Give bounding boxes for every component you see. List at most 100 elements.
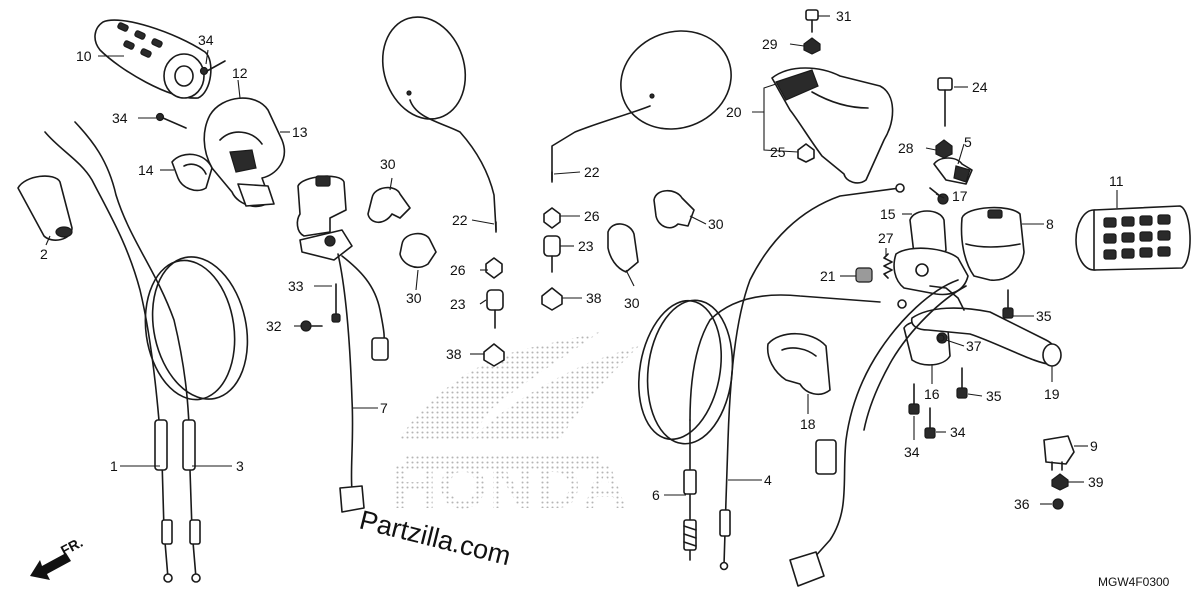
right-switch-housing[interactable] [960,206,1025,281]
screw-36[interactable] [1052,498,1064,510]
callout-37[interactable]: 37 [966,338,982,354]
callout-1[interactable]: 1 [110,458,118,474]
callout-17[interactable]: 17 [952,188,968,204]
cable-adjuster-6[interactable] [683,419,697,561]
callout-2[interactable]: 2 [40,246,48,262]
bolt-35-lower[interactable] [956,367,968,399]
callout-6[interactable]: 6 [652,487,660,503]
nut-37[interactable] [937,334,945,342]
washer-39[interactable] [1051,473,1069,491]
callout-34-b[interactable]: 34 [112,110,128,126]
washer-29[interactable] [803,37,821,55]
callout-30-b[interactable]: 30 [406,290,422,306]
callout-22-right[interactable]: 22 [584,164,600,180]
screw-34-upper[interactable] [199,60,226,76]
washer-28[interactable] [935,139,953,159]
throttle-housing-lower-half[interactable] [171,153,213,192]
throttle-cable-pull[interactable] [44,131,173,583]
callout-26-right[interactable]: 26 [584,208,600,224]
callout-18[interactable]: 18 [800,416,816,432]
callout-33[interactable]: 33 [288,278,304,294]
callout-3[interactable]: 3 [236,458,244,474]
screw-32[interactable] [300,320,323,332]
bolt-34-right-b[interactable] [924,407,936,439]
callout-34-d[interactable]: 34 [950,424,966,440]
bolt-35-upper[interactable] [1002,289,1014,319]
throttle-cable-return[interactable] [74,121,201,583]
pivot-bolt-21[interactable] [855,267,873,283]
screw-34-lower[interactable] [155,112,187,129]
callout-13[interactable]: 13 [292,124,308,140]
callout-23-right[interactable]: 23 [578,238,594,254]
screw-31[interactable] [805,9,819,33]
callout-12[interactable]: 12 [232,65,248,81]
left-switch-harness[interactable] [337,253,389,513]
callout-24[interactable]: 24 [972,79,988,95]
callout-29[interactable]: 29 [762,36,778,52]
mirror-right[interactable] [551,16,745,183]
switch-9[interactable] [1043,435,1075,471]
callout-14[interactable]: 14 [138,162,154,178]
left-switch-assembly[interactable] [296,175,353,261]
callout-5[interactable]: 5 [964,134,972,150]
callout-31[interactable]: 31 [836,8,852,24]
callout-27[interactable]: 27 [878,230,894,246]
screw-33[interactable] [331,283,341,323]
nut-26-left[interactable] [485,257,503,279]
nut-26-right[interactable] [543,207,561,229]
mirror-left[interactable] [370,6,497,233]
master-cylinder-cover[interactable] [771,67,894,184]
bolt-34-right-a[interactable] [908,383,920,415]
brake-switch-5[interactable] [933,157,973,185]
cable-boot-18[interactable] [766,333,831,396]
callout-25[interactable]: 25 [770,144,786,160]
callout-19[interactable]: 19 [1044,386,1060,402]
wire-clamp-30-b[interactable] [399,232,437,269]
callout-4[interactable]: 4 [764,472,772,488]
adapter-23-right[interactable] [543,235,561,273]
callout-9[interactable]: 9 [1090,438,1098,454]
callout-15[interactable]: 15 [880,206,896,222]
adapter-23-left[interactable] [486,289,504,329]
callout-7[interactable]: 7 [380,400,388,416]
nut-38-right[interactable] [541,287,563,311]
bolt-24[interactable] [937,77,953,127]
callout-20[interactable]: 20 [726,104,742,120]
clutch-lever[interactable] [910,285,1062,367]
callout-23-left[interactable]: 23 [450,296,466,312]
clutch-cable[interactable] [628,183,907,571]
right-switch-harness[interactable] [789,279,967,587]
callout-30-c[interactable]: 30 [624,295,640,311]
callout-8[interactable]: 8 [1046,216,1054,232]
callout-38-left[interactable]: 38 [446,346,462,362]
callout-30-d[interactable]: 30 [708,216,724,232]
throttle-grip[interactable] [94,19,212,99]
nut-25[interactable] [797,143,815,163]
callout-38-right[interactable]: 38 [586,290,602,306]
callout-11[interactable]: 11 [1109,173,1124,189]
callout-16[interactable]: 16 [924,386,940,402]
spring-27[interactable] [883,253,893,279]
callout-22-left[interactable]: 22 [452,212,468,228]
nut-38-left[interactable] [483,343,505,367]
callout-34-c[interactable]: 34 [904,444,920,460]
honda-logo: HONDA [392,332,640,522]
callout-21[interactable]: 21 [820,268,836,284]
callout-39[interactable]: 39 [1088,474,1104,490]
callout-26-left[interactable]: 26 [450,262,466,278]
grip-cover[interactable] [17,175,73,241]
master-cylinder-body[interactable] [893,247,969,296]
callout-10[interactable]: 10 [76,48,92,64]
wire-clamp-30-a[interactable] [367,186,411,224]
callout-32[interactable]: 32 [266,318,282,334]
wire-clamp-30-c[interactable] [607,223,639,273]
right-grip[interactable] [1075,205,1191,271]
callout-30-a[interactable]: 30 [380,156,396,172]
callout-36[interactable]: 36 [1014,496,1030,512]
callout-34-a[interactable]: 34 [198,32,214,48]
callout-35-b[interactable]: 35 [986,388,1002,404]
throttle-housing[interactable] [203,97,286,208]
wire-clamp-30-d[interactable] [653,189,695,229]
callout-28[interactable]: 28 [898,140,914,156]
callout-35-a[interactable]: 35 [1036,308,1052,324]
